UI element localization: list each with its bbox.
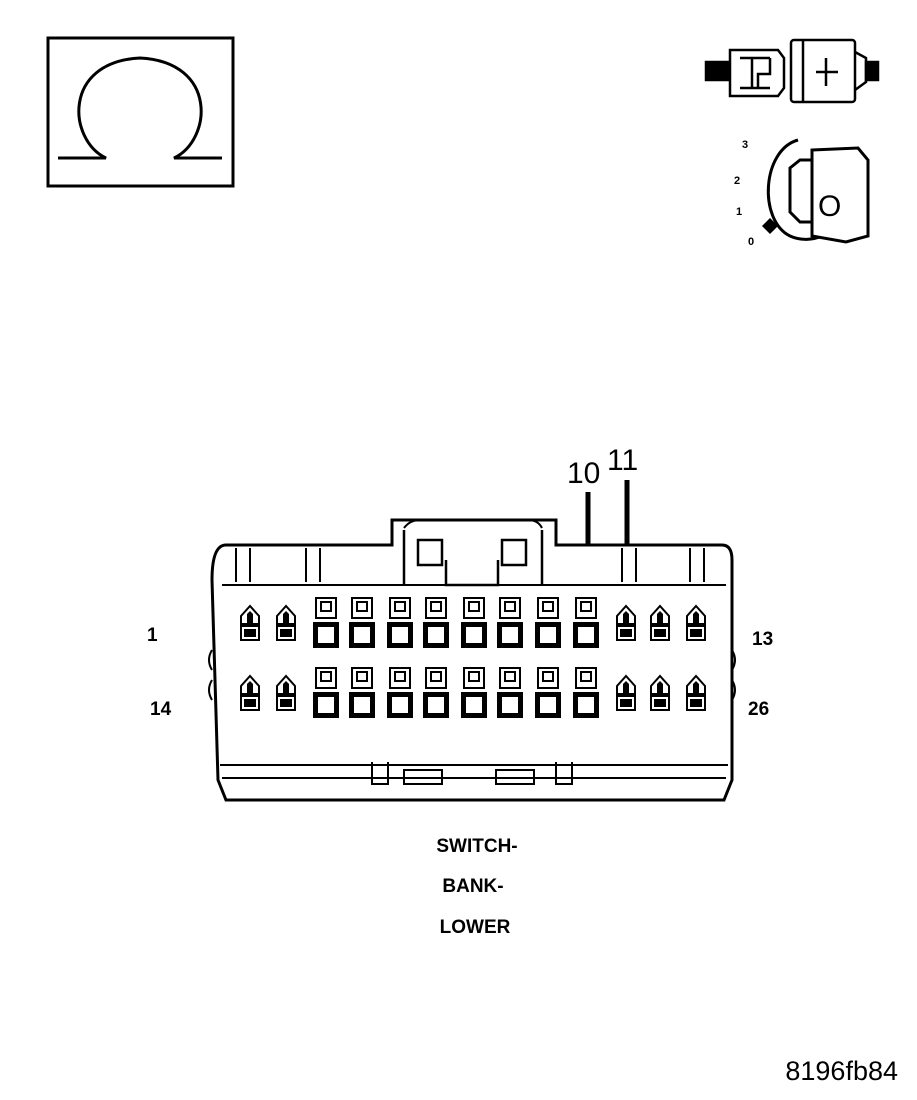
cavity-pin-25 [650,674,670,711]
ohmmeter-icon [46,36,235,188]
cavity-pin-15 [276,674,296,711]
ignition-position-0: 0 [748,236,754,248]
cavity-pin-26 [686,674,706,711]
cavity-pin-22 [535,667,561,718]
cavity-pin-2 [276,604,296,641]
cavity-pin-4 [349,597,375,648]
cavity-pin-11 [616,604,636,641]
ignition-position-1: 1 [736,206,742,218]
connector-name-line-1: SWITCH- [436,836,517,857]
pin-label-bottom-right: 26 [748,699,769,720]
cavity-pin-3 [313,597,339,648]
cavity-pin-16 [313,667,339,718]
cavity-pin-14 [240,674,260,711]
ignition-indicator-dot [762,218,778,234]
connector-disconnect-icon [704,38,880,104]
cavity-pin-20 [461,667,487,718]
ignition-position-3: 3 [742,139,748,151]
cavity-pin-13 [686,604,706,641]
cavity-pin-1 [240,604,260,641]
pin-label-top-left: 1 [147,625,158,646]
cavity-pin-10 [573,597,599,648]
cavity-pin-6 [423,597,449,648]
pin-label-top-right: 13 [752,629,773,650]
connector-name-line-3: LOWER [440,917,511,938]
cavity-pin-7 [461,597,487,648]
ignition-position-2: 2 [734,175,740,187]
cavity-pin-5 [387,597,413,648]
probe-pin-11-label: 11 [607,444,638,477]
pin-label-bottom-left: 14 [150,699,172,720]
ignition-key-symbol: O [818,190,841,223]
connector-cavities [240,597,706,718]
cavity-pin-17 [349,667,375,718]
connector-name-line-2: BANK- [442,876,503,897]
cavity-pin-19 [423,667,449,718]
cavity-pin-21 [497,667,523,718]
cavity-pin-12 [650,604,670,641]
figure-id: 8196fb84 [785,1056,898,1086]
cavity-pin-9 [535,597,561,648]
connector-face [208,518,736,802]
probe-pin-10-label: 10 [567,457,600,490]
cavity-pin-23 [573,667,599,718]
cavity-pin-24 [616,674,636,711]
ignition-switch-icon: 3 2 1 0 O [734,138,870,248]
cavity-pin-18 [387,667,413,718]
cavity-pin-8 [497,597,523,648]
